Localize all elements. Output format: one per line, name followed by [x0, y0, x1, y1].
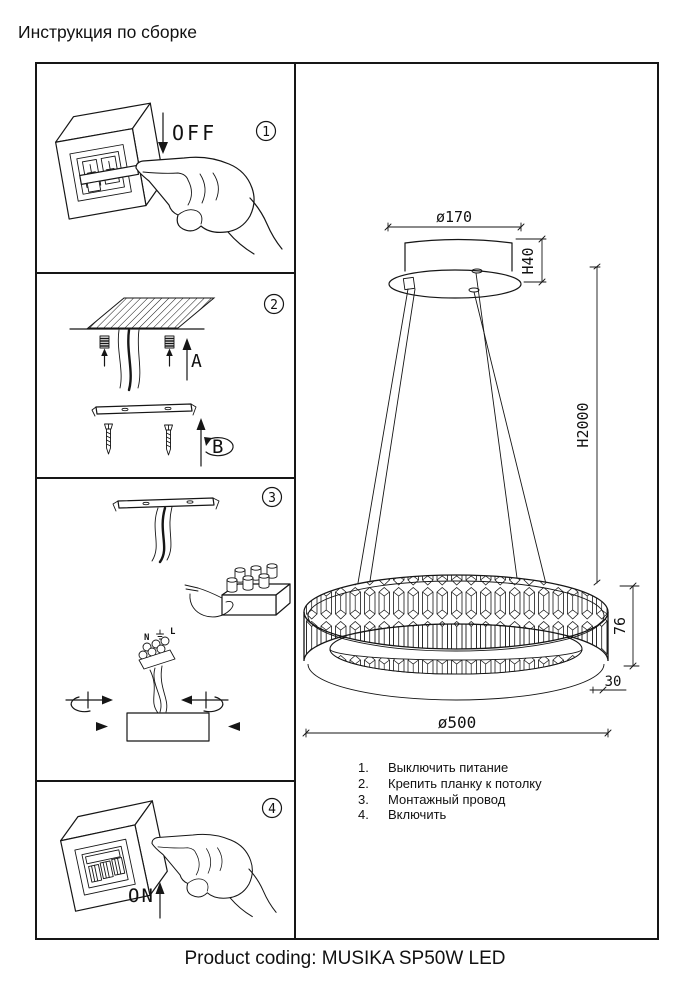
on-label: ON [128, 885, 155, 907]
list-item: 1.Выключить питание [358, 760, 509, 775]
canopy-drawing [388, 238, 522, 299]
wall-plug-icon [99, 335, 110, 367]
label-n: N [144, 633, 149, 643]
dim-suspension-height: H2000 [574, 263, 601, 586]
terminal-block-icon [184, 563, 291, 618]
label-l: L [170, 627, 176, 637]
svg-text:ø170: ø170 [436, 208, 472, 226]
screw-icon [104, 423, 113, 455]
instruction-frame: OFF 1 [35, 62, 659, 940]
mounting-bracket-icon [91, 403, 197, 417]
canopy-box-icon [126, 712, 210, 742]
direction-a-arrow-icon [182, 338, 192, 381]
breaker-box-icon [55, 102, 165, 220]
svg-text:H2000: H2000 [574, 402, 592, 447]
step-2-cell: A B [37, 274, 294, 479]
wire-connector-icon: N L [138, 627, 176, 714]
step-number-badge: 2 [263, 293, 285, 315]
up-arrow-icon [155, 882, 165, 919]
page-title: Инструкция по сборке [18, 22, 197, 42]
wires-icon [151, 506, 173, 564]
wires-icon [117, 328, 141, 392]
svg-text:76: 76 [611, 617, 629, 635]
earth-ground-icon [156, 629, 164, 640]
down-arrow-icon [158, 112, 168, 154]
svg-text:2: 2 [270, 298, 278, 313]
crystal-ring-drawing [303, 574, 609, 701]
dim-canopy-diameter: ø170 [384, 208, 525, 232]
pointing-hand-icon [135, 156, 283, 255]
step-2-illustration: A B [69, 293, 285, 467]
step-number-badge: 1 [255, 120, 277, 142]
steps-column: OFF 1 [37, 64, 296, 938]
dim-ring-height: 76 [611, 582, 640, 670]
svg-text:30: 30 [605, 674, 622, 690]
pointing-hand-icon [151, 833, 277, 918]
list-item: 3.Монтажный провод [358, 791, 506, 807]
svg-text:H40: H40 [519, 247, 537, 274]
step-3-illustration: N L [65, 486, 291, 742]
step-1-illustration: OFF 1 [55, 102, 283, 255]
mounting-bracket-icon [112, 497, 220, 512]
step-4-illustration: ON 4 [60, 797, 283, 919]
step-4-cell: ON 4 [37, 782, 294, 938]
breaker-box-icon [60, 800, 168, 912]
svg-text:ø500: ø500 [438, 713, 477, 732]
product-coding: Product coding: MUSIKA SP50W LED [184, 948, 506, 969]
svg-text:3: 3 [268, 491, 276, 506]
instruction-list: 1.Выключить питание 2.Крепить планку к п… [358, 760, 542, 823]
step-number-badge: 4 [261, 797, 283, 819]
step-3-cell: N L [37, 479, 294, 782]
diagram-column: ø170 H40 H2000 [296, 64, 657, 938]
rotate-arrow-right-icon [181, 691, 240, 731]
step-1-cell: OFF 1 [37, 64, 294, 274]
label-a: A [191, 351, 202, 372]
ceiling-hatch-icon [69, 297, 216, 330]
list-item: 4.Включить [358, 807, 447, 823]
rotate-arrow-left-icon [65, 691, 113, 731]
wall-plug-icon [164, 335, 175, 367]
list-item: 2.Крепить планку к потолку [358, 775, 542, 791]
pendant-lamp-drawing: ø170 H40 H2000 [302, 208, 640, 738]
dim-canopy-height: H40 [515, 235, 547, 286]
step-number-badge: 3 [261, 486, 283, 508]
svg-text:1: 1 [262, 125, 270, 140]
off-label: OFF [172, 121, 217, 145]
svg-text:4: 4 [268, 802, 276, 817]
label-b: B [212, 436, 223, 458]
screw-icon [164, 424, 173, 456]
dim-band-width: 30 [589, 674, 627, 694]
rotate-icon [196, 418, 234, 467]
dim-ring-diameter: ø500 [302, 713, 612, 738]
suspension-wires [357, 272, 547, 585]
